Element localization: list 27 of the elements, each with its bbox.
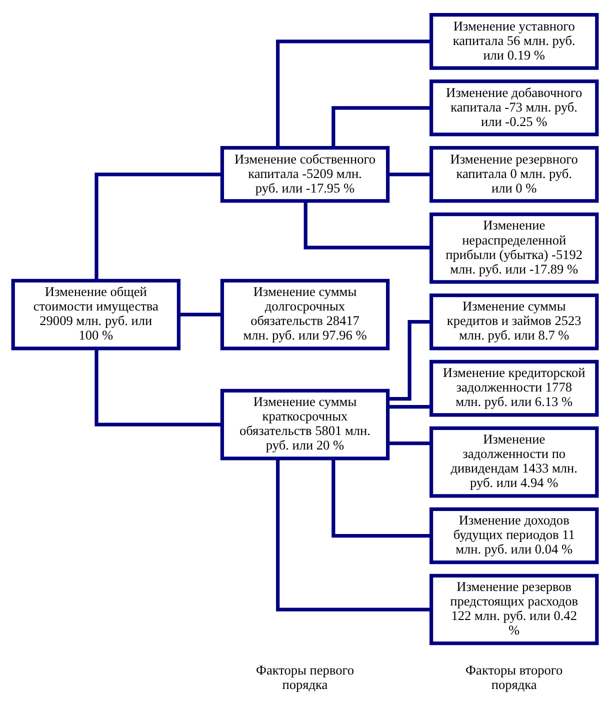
connector (304, 200, 432, 249)
connector (388, 172, 432, 176)
node-box: Изменение нераспределенной прибыли (убытка) -5192 млн. руб. или -17.89 % (430, 212, 599, 284)
node-box: Изменение суммы долгосрочных обязательств 28417 млн. руб. или 97.96 % (220, 278, 390, 350)
node-box: Изменение резервов предстоящих расходов 122 млн. руб. или 0.42 % (430, 573, 599, 645)
connector (332, 458, 432, 538)
label: Факторы первого порядка (256, 662, 354, 692)
node-box: Изменение доходов будущих периодов 11 млн. руб. или 0.04 % (430, 506, 599, 564)
node-box: Изменение добавочного капитала -73 млн. руб. или -0.25 % (430, 79, 599, 136)
connector (276, 458, 432, 611)
connector (388, 404, 432, 408)
connector (94, 348, 222, 426)
connector (179, 312, 222, 316)
node-box: Изменение суммы кредитов и займов 2523 млн. руб. или 8.7 % (430, 292, 599, 350)
connector (388, 441, 432, 445)
node-box: Изменение уставного капитала 56 млн. руб. или 0.19 % (430, 12, 599, 70)
node-box: Изменение суммы краткосрочных обязательств 5801 млн. руб. или 20 % (220, 388, 390, 460)
node-box: Изменение задолженности по дивидендам 1433 млн. руб. или 4.94 % (430, 426, 599, 498)
connector (276, 39, 432, 147)
node-box: Изменение резервного капитала 0 млн. руб. или 0 % (430, 145, 599, 202)
connector (388, 320, 432, 400)
label: Факторы второго порядка (466, 662, 563, 692)
node-box: Изменение кредиторской задолженности 1778 млн. руб. или 6.13 % (430, 359, 599, 416)
node-box: Изменение собственного капитала -5209 млн. руб. или -17.95 % (220, 145, 390, 202)
node-box: Изменение общей стоимости имущества 29009 млн. руб. или 100 % (11, 278, 180, 350)
connector (332, 106, 432, 148)
connector (94, 172, 222, 280)
